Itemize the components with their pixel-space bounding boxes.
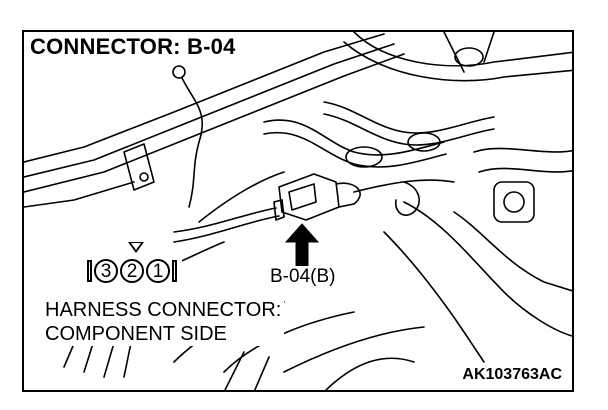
- figure-code: AK103763AC: [460, 366, 564, 384]
- connector-end-left: [87, 260, 92, 282]
- lock-marker-icon: [128, 242, 144, 253]
- connector-callout-label: B-04(B): [268, 266, 338, 288]
- harness-caption-line-1: HARNESS CONNECTOR:: [45, 299, 282, 321]
- connector-pin-diagram: 3 2 1: [82, 257, 182, 285]
- harness-caption: HARNESS CONNECTOR: COMPONENT SIDE: [42, 298, 285, 346]
- connector-title: CONNECTOR: B-04: [30, 34, 240, 60]
- pin-2: 2: [120, 259, 144, 283]
- pin-1: 1: [146, 259, 170, 283]
- connector-end-right: [172, 260, 177, 282]
- pin-3: 3: [94, 259, 118, 283]
- diagram-frame: CONNECTOR: B-04 3 2 1 B-04(B) HARNESS CO…: [22, 30, 574, 392]
- harness-caption-line-2: COMPONENT SIDE: [45, 323, 227, 345]
